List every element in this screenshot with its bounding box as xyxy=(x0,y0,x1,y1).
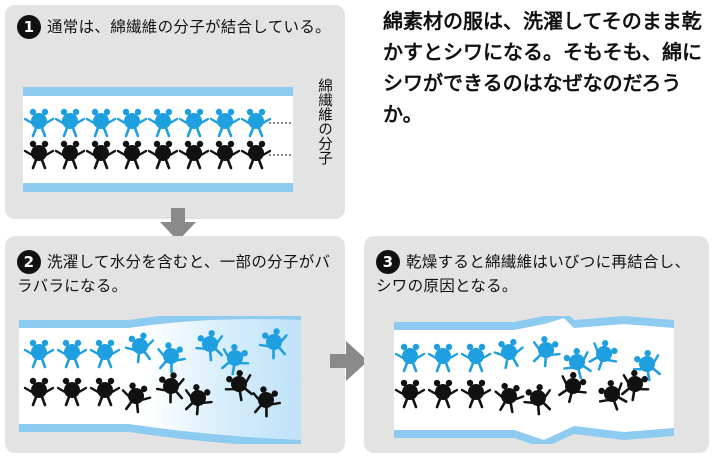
blue-molecule xyxy=(157,342,187,374)
black-molecule xyxy=(89,377,121,407)
black-molecule xyxy=(494,382,525,414)
blue-molecule xyxy=(56,339,88,369)
step-1-caption: 1 通常は、綿繊維の分子が結合している。 xyxy=(17,15,337,39)
arrow-right-icon xyxy=(330,341,368,381)
fiber-wet-illustration xyxy=(19,316,301,444)
blue-molecule xyxy=(147,108,179,138)
black-molecule xyxy=(116,140,148,170)
black-molecule xyxy=(621,370,650,402)
fiber-molecule-label: 綿繊維の分子 xyxy=(316,78,332,165)
fiber-band-bottom xyxy=(19,424,301,444)
fiber-dried-illustration xyxy=(394,316,674,444)
intro-text: 綿素材の服は、洗濯してそのまま乾かすとシワになる。そもそも、綿にシワができるのは… xyxy=(383,9,702,126)
black-molecule xyxy=(394,379,426,409)
blue-molecule xyxy=(23,339,55,369)
fiber-band-bottom xyxy=(394,426,674,444)
blue-molecule xyxy=(394,343,426,373)
black-molecule xyxy=(85,140,117,170)
black-molecule xyxy=(23,140,55,170)
black-molecule xyxy=(224,370,253,402)
black-molecule xyxy=(240,140,272,170)
blue-molecule xyxy=(23,108,55,138)
black-molecule xyxy=(598,380,628,411)
black-molecule xyxy=(147,140,179,170)
blue-molecule xyxy=(460,343,492,373)
blue-molecule xyxy=(258,328,288,360)
blue-molecule xyxy=(427,343,459,373)
black-molecule xyxy=(23,377,55,407)
step-2-number-badge: 2 xyxy=(17,250,41,274)
blue-molecule xyxy=(493,338,524,370)
blue-molecule xyxy=(85,108,117,138)
blue-molecule xyxy=(54,108,86,138)
blue-molecule xyxy=(221,344,250,376)
black-molecule xyxy=(184,384,213,416)
fiber-band-top xyxy=(23,87,293,96)
black-molecule xyxy=(427,379,459,409)
step-3-number-badge: 3 xyxy=(376,250,400,274)
blue-molecule xyxy=(89,339,121,369)
black-molecule xyxy=(523,384,552,416)
step-1-text: 通常は、綿繊維の分子が結合している。 xyxy=(47,18,331,36)
step-1-panel: 1 通常は、綿繊維の分子が結合している。 綿繊維の分子 xyxy=(5,5,345,219)
black-molecule xyxy=(558,371,587,404)
fiber-band-bottom xyxy=(23,183,293,192)
black-molecule xyxy=(209,140,241,170)
fiber-normal-illustration xyxy=(23,87,293,192)
blue-molecule xyxy=(195,330,224,362)
step-2-text: 洗濯して水分を含むと、一部の分子がバラバラになる。 xyxy=(17,253,331,295)
blue-molecule xyxy=(178,108,210,138)
black-molecule xyxy=(460,379,492,409)
black-molecule xyxy=(121,382,152,414)
fiber-band-top xyxy=(19,316,301,328)
blue-molecule xyxy=(240,108,272,138)
black-molecule xyxy=(54,140,86,170)
blue-molecule xyxy=(532,336,561,368)
black-molecule xyxy=(155,372,185,404)
step-3-text: 乾燥すると綿繊維はいびつに再結合し、シワの原因となる。 xyxy=(376,253,691,295)
arrow-down-icon xyxy=(160,208,196,241)
blue-molecule xyxy=(209,108,241,138)
black-molecule xyxy=(56,377,88,407)
black-molecule xyxy=(178,140,210,170)
fiber-band-top xyxy=(394,316,674,330)
blue-molecule xyxy=(124,332,155,364)
blue-molecule xyxy=(632,350,661,382)
blue-molecule xyxy=(563,347,592,380)
blue-molecule xyxy=(588,340,618,371)
blue-molecule xyxy=(116,108,148,138)
step-1-number-badge: 1 xyxy=(17,15,41,39)
black-molecule xyxy=(252,386,282,418)
